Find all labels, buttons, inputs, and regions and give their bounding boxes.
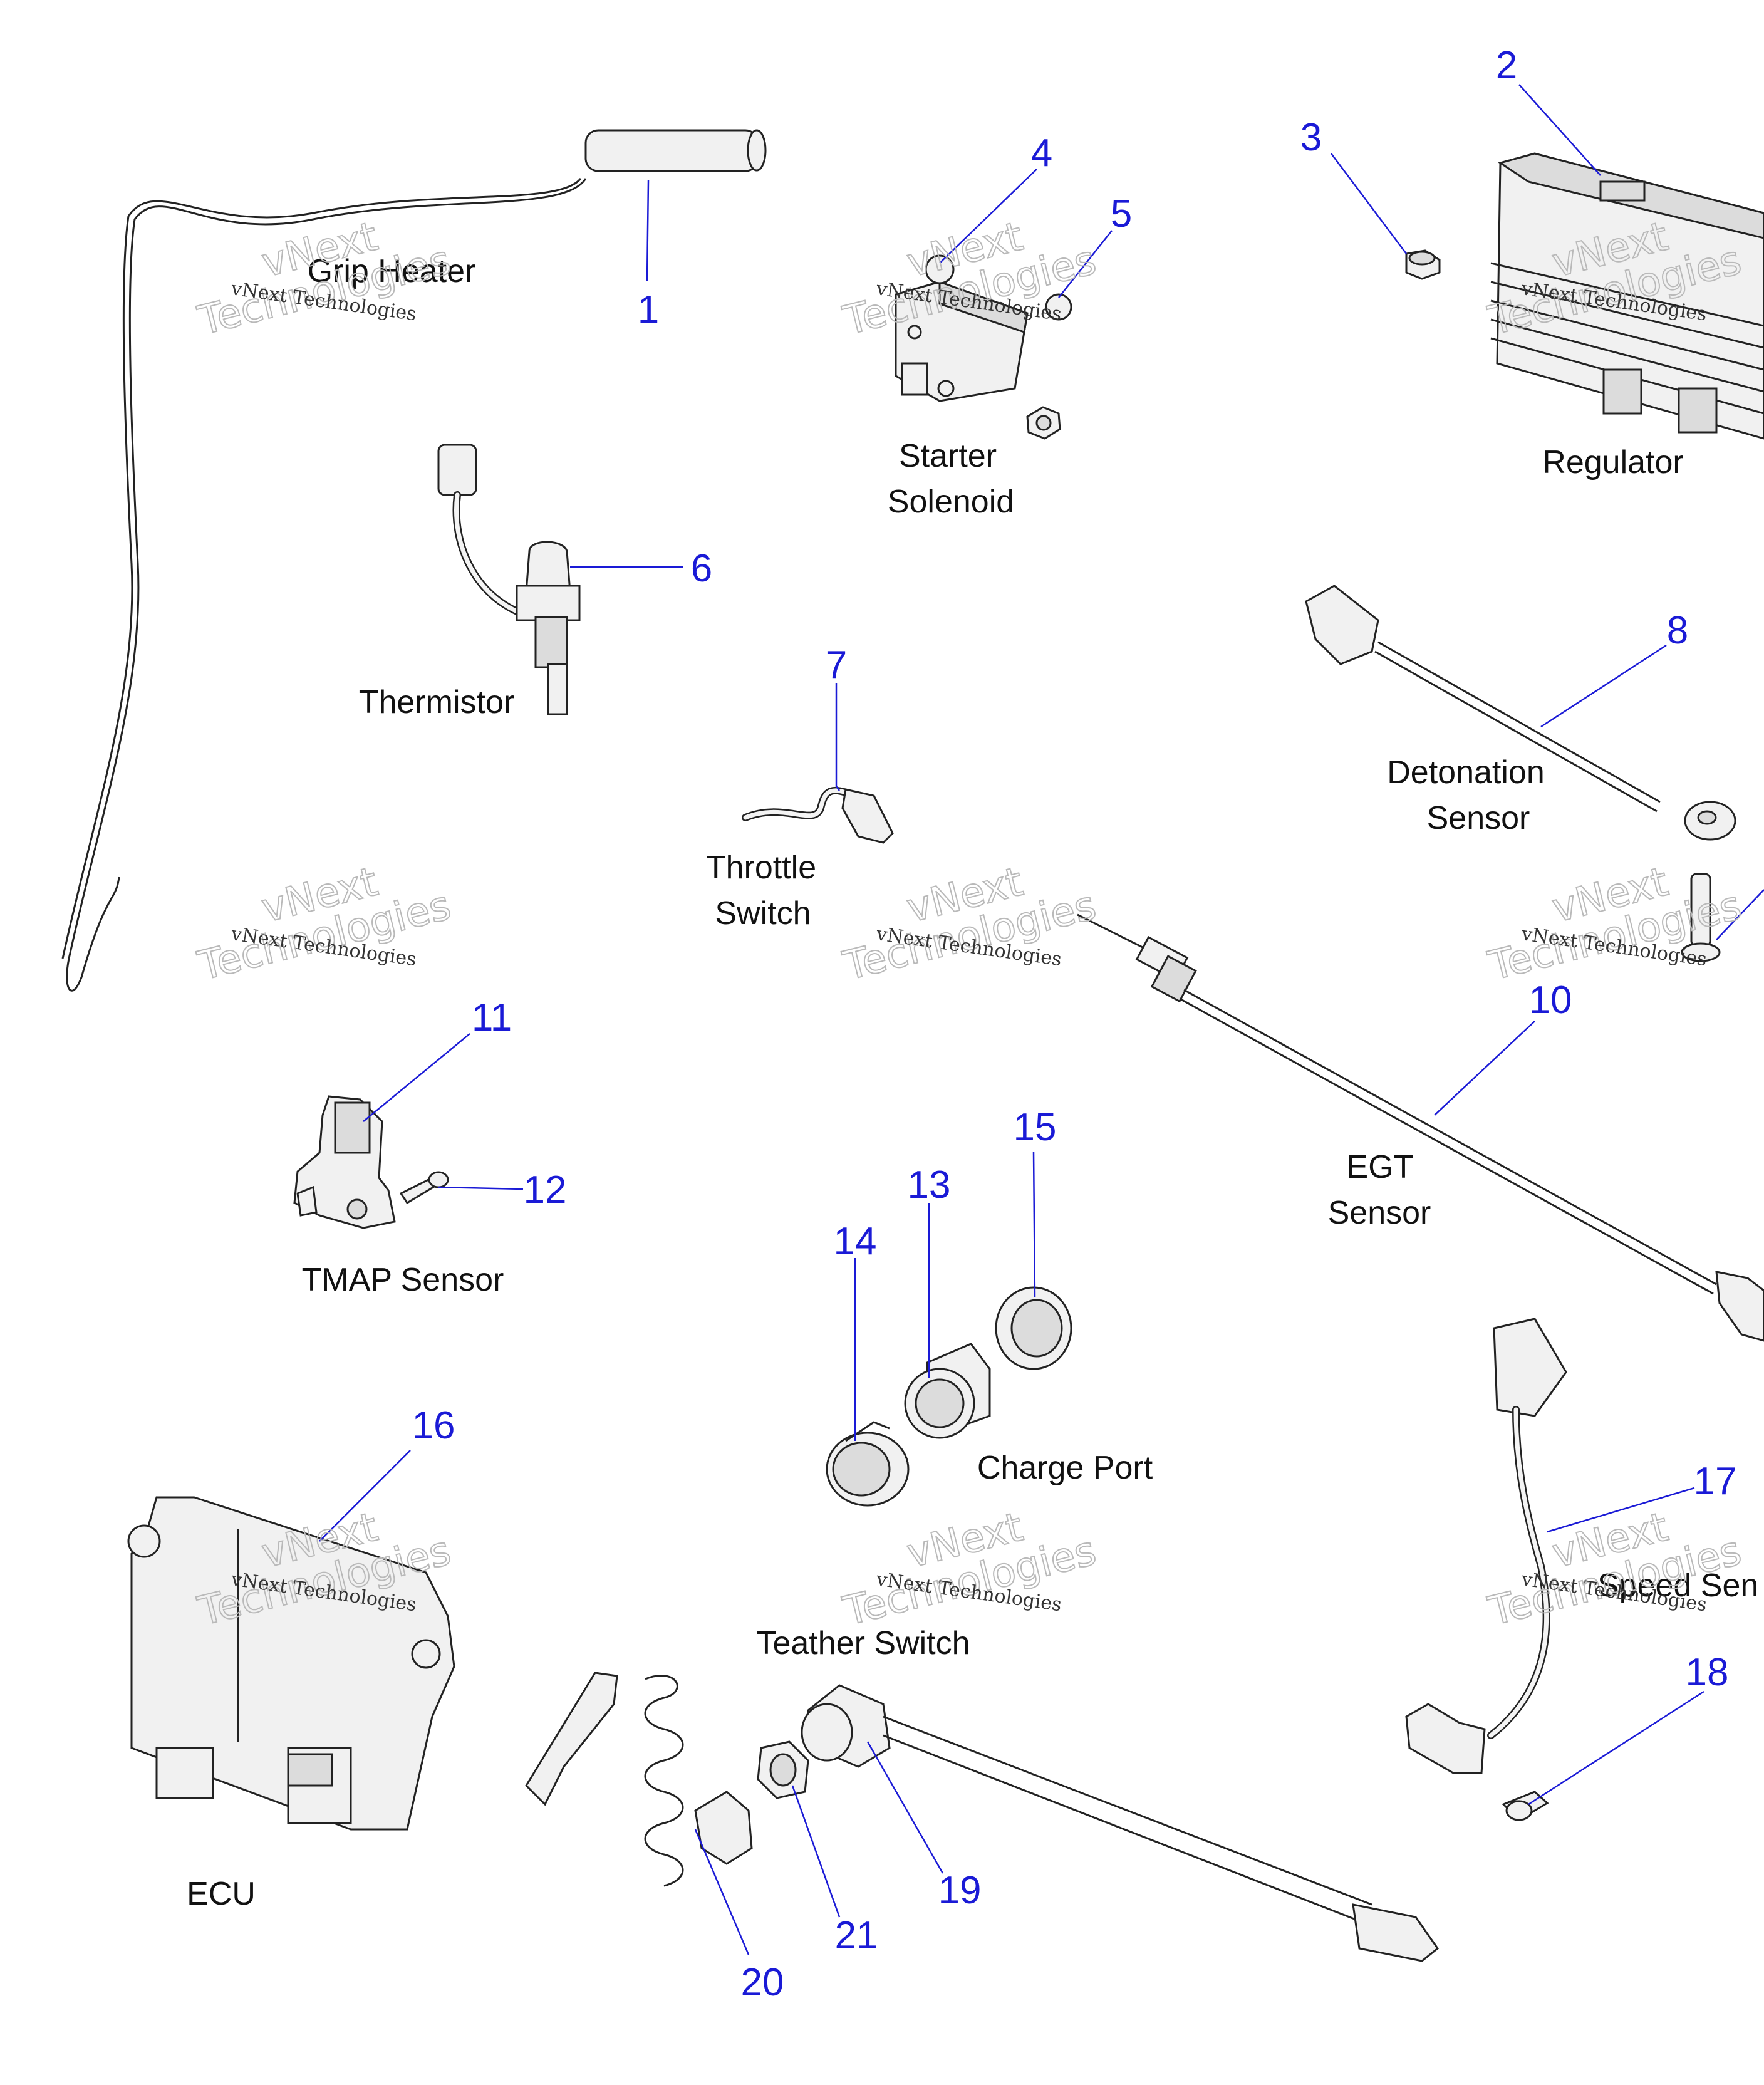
starter-solenoid-part	[895, 254, 1072, 402]
leader-lines	[319, 84, 1764, 1955]
callout-21: 21	[835, 1914, 878, 1957]
label-speed-sensor: Speed Sen	[1597, 1568, 1758, 1604]
label-thermistor: Thermistor	[359, 684, 514, 720]
tmap-sensor-part	[293, 1095, 396, 1229]
callout-2: 2	[1496, 44, 1517, 87]
callout-14: 14	[834, 1220, 877, 1263]
label-egt: EGT	[1347, 1149, 1414, 1185]
label-throttle-switch: Switch	[715, 895, 811, 932]
part-labels: Grip Heater Starter Solenoid Regulator T…	[187, 253, 1758, 1912]
thermistor-part	[437, 444, 581, 715]
label-regulator: Regulator	[1542, 444, 1683, 481]
bolt-3-part	[1405, 249, 1441, 280]
label-teather-switch: Teather Switch	[756, 1625, 970, 1661]
label-charge-port: Charge Port	[977, 1450, 1153, 1486]
label-detonation-sensor: Sensor	[1427, 800, 1530, 836]
teather-coil-part	[525, 1672, 684, 1887]
callout-18: 18	[1686, 1651, 1729, 1694]
teather-switch-part	[801, 1684, 1440, 1962]
label-throttle: Throttle	[706, 850, 816, 886]
callout-5: 5	[1111, 192, 1132, 236]
label-starter: Starter	[899, 438, 997, 474]
callout-7: 7	[826, 643, 847, 687]
callout-3: 3	[1300, 116, 1322, 159]
label-grip-heater: Grip Heater	[308, 253, 476, 289]
callout-4: 4	[1031, 132, 1052, 175]
callout-1: 1	[638, 288, 659, 331]
label-tmap-sensor: TMAP Sensor	[302, 1262, 504, 1298]
callout-8: 8	[1667, 609, 1688, 652]
label-ecu: ECU	[187, 1876, 256, 1912]
label-egt-sensor: Sensor	[1328, 1195, 1431, 1231]
stud-part	[1681, 873, 1721, 962]
callout-12: 12	[524, 1168, 567, 1212]
egt-sensor-part	[1077, 913, 1764, 1342]
teather-cap-part	[694, 1791, 753, 1865]
bolt-12-part	[399, 1171, 449, 1205]
label-detonation: Detonation	[1387, 754, 1545, 791]
ecu-part	[127, 1496, 455, 1831]
teather-nut-part	[757, 1740, 809, 1799]
callout-13: 13	[908, 1163, 951, 1207]
charge-port-socket-part	[904, 1343, 991, 1439]
callout-19: 19	[938, 1869, 982, 1912]
detonation-sensor-part	[1305, 585, 1736, 841]
regulator-part	[1490, 152, 1764, 440]
callout-numbers: 1 2 3 4 5 6 7 8 10 11 12 13 14 15 16 17 …	[412, 44, 1737, 2004]
callout-15: 15	[1014, 1106, 1057, 1149]
nut-part	[1026, 406, 1061, 440]
speed-sensor-part	[1405, 1318, 1567, 1774]
callout-16: 16	[412, 1404, 455, 1447]
callout-6: 6	[691, 547, 712, 590]
throttle-switch-part	[742, 786, 894, 844]
charge-port-nut-part	[995, 1286, 1072, 1370]
charge-port-cap-part	[826, 1421, 910, 1507]
label-solenoid: Solenoid	[888, 484, 1014, 520]
callout-11: 11	[472, 996, 512, 1039]
callout-17: 17	[1694, 1460, 1737, 1503]
grip-heater-part	[61, 129, 767, 992]
callout-10: 10	[1529, 979, 1572, 1022]
callout-20: 20	[741, 1961, 784, 2004]
